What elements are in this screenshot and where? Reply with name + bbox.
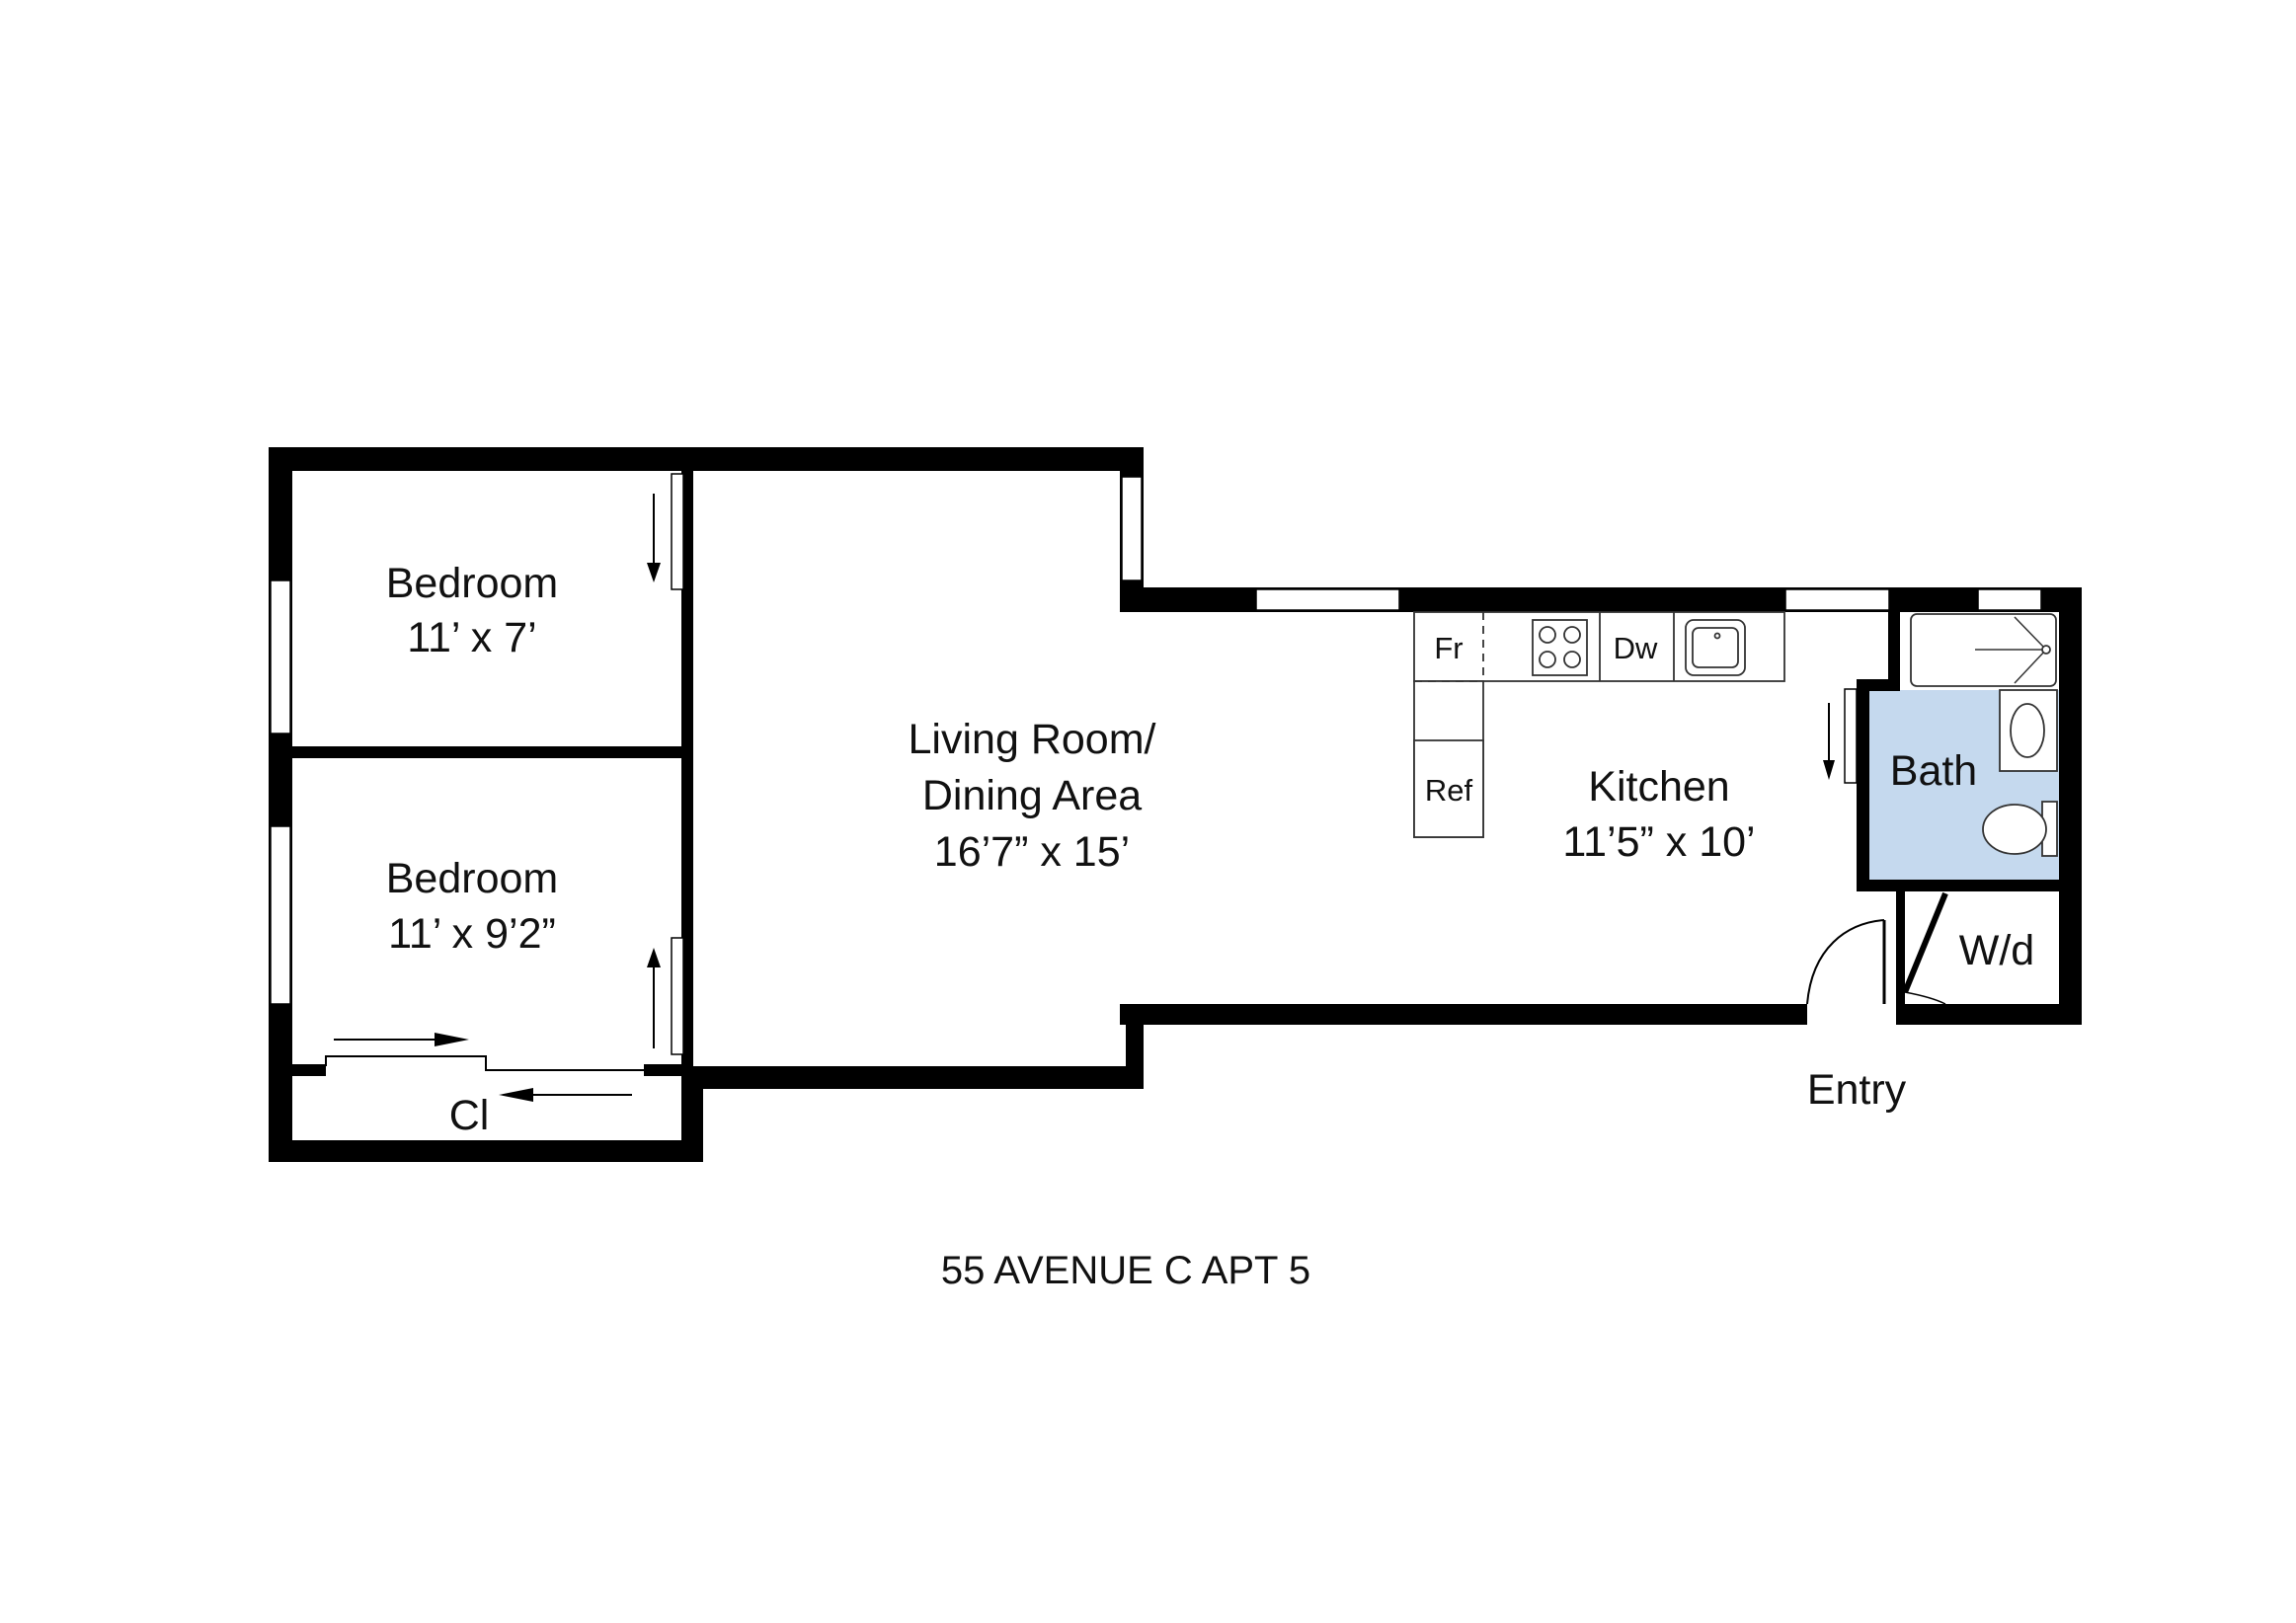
kitchen-counter: Fr Dw Ref (1413, 611, 1785, 838)
bath-sink-icon (1999, 689, 2058, 772)
laundry-label: W/d (1959, 927, 2034, 974)
address-title: 55 AVENUE C APT 5 (941, 1249, 1310, 1292)
kitchen-name: Kitchen (1588, 763, 1729, 811)
entry-label: Entry (1807, 1066, 1907, 1114)
bedroom-1-size: 11’ x 7’ (407, 614, 536, 661)
bath-fixtures (1910, 613, 2058, 857)
sink-icon (1685, 619, 1746, 676)
bedroom-1-name: Bedroom (386, 560, 558, 607)
closet-label: Cl (449, 1092, 490, 1139)
doors (325, 473, 1948, 1102)
dishwasher-label: Dw (1614, 631, 1658, 665)
living-room-size: 16’7” x 15’ (934, 828, 1130, 876)
freezer-label: Fr (1434, 631, 1463, 665)
bedroom-2-size: 11’ x 9’2” (388, 910, 556, 958)
kitchen-size: 11’5” x 10’ (1562, 818, 1755, 866)
bath-label: Bath (1890, 747, 1977, 795)
stove-icon (1532, 619, 1588, 676)
toilet-icon (1982, 801, 2058, 857)
windows (270, 476, 2042, 1005)
bedroom-2-name: Bedroom (386, 855, 558, 902)
living-room-name-1: Living Room/ (909, 716, 1156, 763)
refrigerator-label: Ref (1425, 773, 1473, 808)
bathtub-icon (1910, 613, 2057, 687)
living-room-name-2: Dining Area (922, 772, 1142, 819)
walls (269, 447, 2082, 1162)
